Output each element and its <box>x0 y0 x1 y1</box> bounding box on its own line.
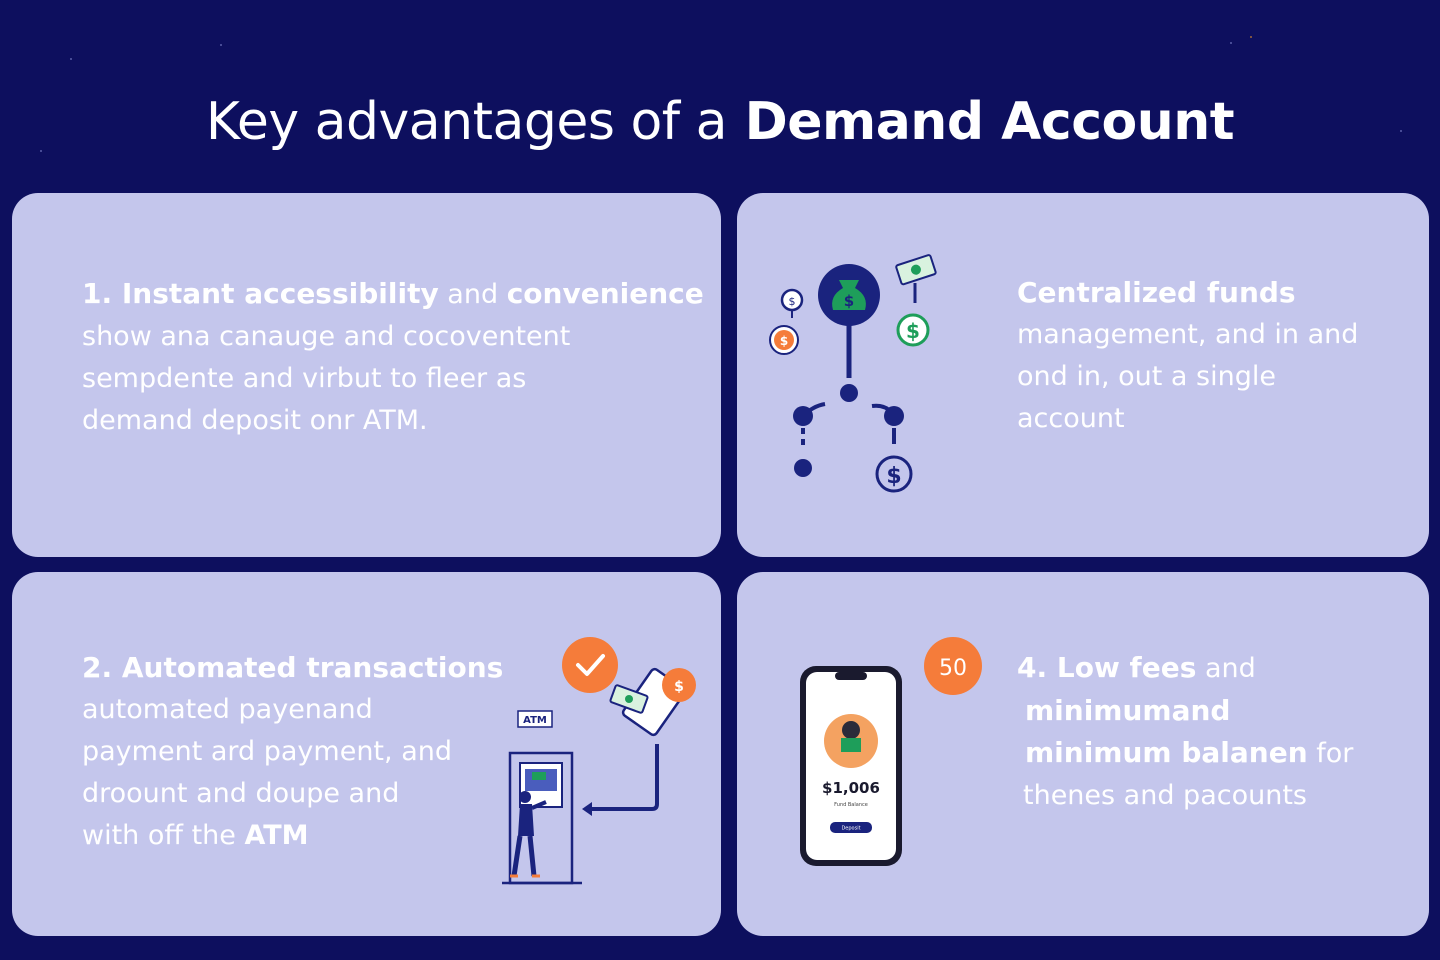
line-text: with off the <box>82 820 245 851</box>
smartphone-icon: $1,006 Fund Balance Deposit <box>800 666 902 866</box>
atm-illustration: $ ATM <box>502 637 696 885</box>
card-heading: 2. Automated transactions <box>82 651 504 684</box>
line-suffix: for <box>1307 738 1354 769</box>
title-prefix: Key advantages of a <box>205 92 728 152</box>
advantage-card-automated: 2. Automated transactions automated paye… <box>12 572 721 936</box>
card-line: droount and doupe and <box>82 778 400 809</box>
card-text: 2. Automated transactions automated paye… <box>82 647 503 857</box>
card-heading: Centralized funds <box>1017 276 1296 309</box>
heading-rest: and <box>1196 653 1256 684</box>
card-line: payment ard payment, and <box>82 736 452 767</box>
person-icon <box>510 791 547 878</box>
money-bag-icon: $ <box>818 264 880 326</box>
bill-label: $ <box>674 679 684 695</box>
card-text: 4. Low fees and minimumand minimum balan… <box>1017 647 1353 817</box>
svg-text:$: $ <box>844 292 854 310</box>
svg-text:$: $ <box>780 334 788 348</box>
check-badge-icon <box>562 637 618 693</box>
svg-text:$: $ <box>789 295 796 308</box>
heading-strong-2: convenience <box>506 277 704 310</box>
atm-label: ATM <box>523 715 547 726</box>
dollar-coin-icon: $ <box>896 313 930 347</box>
orange-coin-icon: $ <box>769 325 799 355</box>
phone-button[interactable] <box>830 822 872 833</box>
svg-text:$: $ <box>906 319 920 343</box>
network-lines-icon <box>793 283 917 477</box>
card-line-bold: minimumand <box>1025 694 1231 727</box>
card-heading: 4. Low fees and <box>1017 647 1353 690</box>
card-line: management, and in and <box>1017 319 1359 350</box>
advantage-card-centralized: $ $ $ $ $ Centralized funds management, … <box>737 193 1429 557</box>
fee-badge-value: 50 <box>939 656 967 681</box>
phone-illustration: $1,006 Fund Balance Deposit 50 <box>800 637 982 866</box>
coin-small-icon: $ <box>780 288 804 318</box>
card-text: 1. Instant accessibility and convenience… <box>82 273 704 442</box>
card-line: ond in, out a single <box>1017 361 1276 392</box>
title-emphasis: Demand Account <box>744 92 1235 152</box>
svg-text:$: $ <box>886 464 901 489</box>
advantage-card-low-fees: $1,006 Fund Balance Deposit 50 4. Low fe… <box>737 572 1429 936</box>
arrow-icon <box>582 744 659 816</box>
phone-amount: $1,006 <box>822 779 880 797</box>
bill-card-icon: $ <box>609 667 696 737</box>
card-line: sempdente and virbut to fleer as <box>82 363 527 394</box>
fee-badge-icon: 50 <box>924 637 982 695</box>
page-title: Key advantages of a Demand Account <box>0 92 1440 152</box>
card-line: thenes and pacounts <box>1023 780 1307 811</box>
card-line: automated payenand <box>82 694 373 725</box>
line-strong: ATM <box>244 820 309 851</box>
heading-strong: 4. Low fees <box>1017 651 1197 684</box>
card-line: account <box>1017 403 1125 434</box>
card-line: demand deposit onr ATM. <box>82 405 428 436</box>
atm-icon: ATM <box>502 710 582 885</box>
banknote-icon <box>895 254 937 286</box>
card-line: with off the ATM <box>82 815 503 857</box>
funds-network-illustration: $ $ $ $ $ <box>769 254 937 493</box>
card-line: show ana canauge and cocoventent <box>82 321 571 352</box>
line-strong: minimum balanen <box>1025 736 1308 769</box>
dollar-coin-navy-icon: $ <box>875 455 913 493</box>
card-text: Centralized funds management, and in and… <box>1017 272 1358 440</box>
card-line-bold: minimum balanen for <box>1025 732 1353 775</box>
advantage-card-accessibility: 1. Instant accessibility and convenience… <box>12 193 721 557</box>
card-heading: 1. Instant accessibility and convenience <box>82 273 704 316</box>
phone-caption: Fund Balance <box>834 802 868 808</box>
phone-button-label: Deposit <box>841 826 860 832</box>
heading-rest: and <box>438 279 507 310</box>
heading-strong: 1. Instant accessibility <box>82 277 439 310</box>
